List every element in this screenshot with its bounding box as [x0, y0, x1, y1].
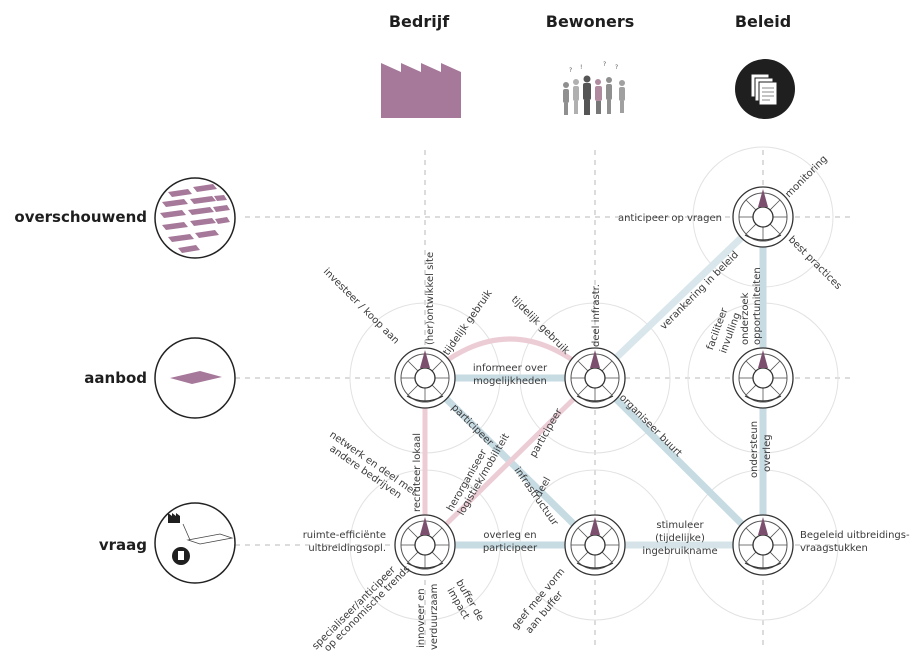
label-participeer-2: participeer [528, 406, 565, 459]
supply-plane-icon [154, 337, 236, 419]
overview-map-icon [154, 177, 236, 259]
label-informeer-2: mogelijkheden [473, 376, 547, 387]
svg-text:?: ? [615, 64, 618, 71]
label-opportuniteiten: opportuniteiten [752, 267, 763, 345]
node-bedrijf-vraag [394, 514, 456, 576]
row-label-overschouwend: overschouwend [14, 208, 147, 226]
column-header-bedrijf: Bedrijf [389, 12, 450, 31]
factory-icon [381, 63, 461, 118]
people-icon: ?!?? [563, 61, 625, 115]
link-organiseer [591, 374, 767, 549]
label-begeleid-1: Begeleid uitbreidings- [800, 530, 910, 541]
label-specialiseer-2: op economische trends [322, 564, 412, 654]
svg-text:!: ! [580, 64, 582, 71]
label-investeer: investeer / koop aan [321, 266, 401, 346]
label-participeer-1: participeer [449, 402, 496, 449]
row-label-vraag: vraag [99, 536, 147, 554]
compass-nodes [394, 186, 794, 576]
label-organiseer: organiseer buurt [617, 392, 684, 459]
label-monitoring: monitoring [783, 154, 829, 200]
label-ruimte-1: ruimte-efficiënte [303, 530, 386, 541]
node-bedrijf-aanbod [394, 347, 456, 409]
label-overleg-2: participeer [483, 543, 538, 554]
label-netwerk-1: netwerk en deel met [327, 429, 418, 498]
label-begeleid-2: vraagstukken [800, 543, 868, 554]
link-verankering [591, 213, 767, 382]
label-verankering: verankering in beleid [658, 250, 741, 333]
node-beleid-vraag [732, 514, 794, 576]
node-bewoners-vraag [564, 514, 626, 576]
label-onderzoek: onderzoek [740, 292, 751, 345]
label-best-practices: best practices [786, 234, 844, 292]
demand-icon [154, 502, 236, 584]
label-overleg-beleid: overleg [762, 434, 773, 472]
node-beleid-overschouwend [732, 186, 794, 248]
column-header-bewoners: Bewoners [546, 12, 634, 31]
label-tijdelijk-2: tijdelijk gebruik [509, 294, 571, 356]
node-bewoners-aanbod [564, 347, 626, 409]
label-stimuleer-3: ingebruikname [642, 546, 717, 557]
svg-text:?: ? [569, 67, 572, 74]
label-stimuleer-2: (tijdelijke) [655, 533, 705, 544]
label-deel-infra: deel infrastr. [591, 284, 602, 347]
label-innoveer-2: verduurzaam [429, 584, 440, 650]
label-infrastructuur: infrastructuur [512, 465, 561, 528]
column-header-beleid: Beleid [735, 12, 791, 31]
label-recruteer: recruteer lokaal [412, 433, 423, 512]
label-informeer-1: informeer over [473, 363, 548, 374]
label-ruimte-2: uitbreidingsopl. [308, 543, 386, 554]
label-ondersteun: ondersteun [749, 421, 760, 478]
svg-text:?: ? [603, 61, 606, 68]
row-label-aanbod: aanbod [84, 369, 147, 387]
label-innoveer-1: innoveer en [416, 588, 427, 648]
documents-icon [735, 59, 795, 119]
node-beleid-aanbod [732, 347, 794, 409]
label-herontwikkel: (her)ontwikkel site [425, 252, 436, 345]
label-overleg-1: overleg en [483, 530, 536, 541]
label-anticipeer: anticipeer op vragen [618, 213, 722, 224]
label-specialiseer-1: specialiseer/anticipeer [310, 564, 398, 652]
label-stimuleer-1: stimuleer [656, 520, 704, 531]
link-herorganiseer [422, 375, 598, 548]
